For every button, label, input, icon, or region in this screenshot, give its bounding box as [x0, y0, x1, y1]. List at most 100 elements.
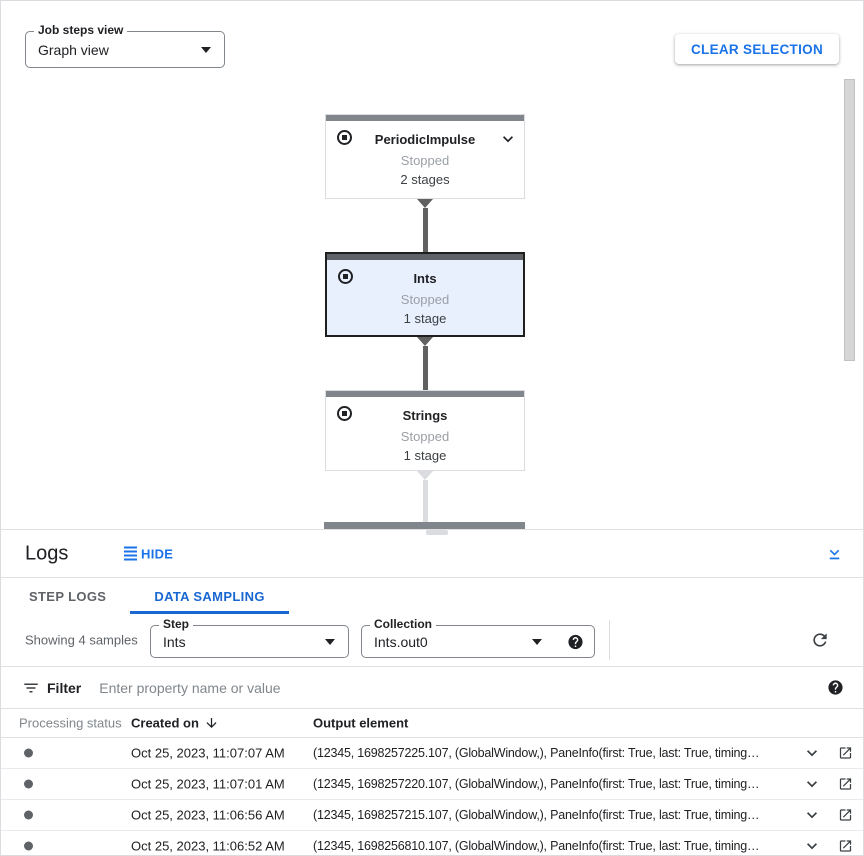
node-top-bar: [326, 115, 524, 121]
stop-square: [342, 135, 347, 140]
created-on-cell: Oct 25, 2023, 11:06:52 AM: [131, 838, 285, 854]
node-title: PeriodicImpulse: [374, 131, 476, 147]
sample-table-row[interactable]: Oct 25, 2023, 11:06:52 AM (12345, 169825…: [1, 831, 863, 855]
hide-logs-button[interactable]: HIDE: [124, 546, 173, 561]
processing-status-dot: [24, 748, 33, 758]
column-created-on-label: Created on: [131, 715, 199, 731]
edge-line: [422, 480, 428, 522]
created-on-cell: Oct 25, 2023, 11:07:01 AM: [131, 776, 285, 792]
node-top-bar: [327, 254, 523, 260]
node-status: Stopped: [400, 429, 450, 444]
node-top-bar: [326, 391, 524, 397]
output-element-cell: (12345, 1698257220.107, (GlobalWindow,),…: [313, 777, 760, 791]
node-title-row: PeriodicImpulse: [326, 130, 524, 148]
processing-status-dot: [24, 841, 33, 851]
collection-select-value: Ints.out0: [374, 633, 428, 650]
stopped-status-icon: [337, 406, 352, 421]
hide-logs-icon: [124, 546, 137, 561]
sort-descending-icon: [206, 718, 217, 728]
logs-header: Logs HIDE: [1, 530, 863, 577]
sample-table-row[interactable]: Oct 25, 2023, 11:06:56 AM (12345, 169825…: [1, 800, 863, 831]
samples-count-text: Showing 4 samples: [25, 632, 138, 648]
step-select-value: Ints: [163, 633, 186, 650]
job-steps-view-label: Job steps view: [34, 23, 128, 37]
logs-panel-title: Logs: [25, 542, 69, 564]
expand-row-icon[interactable]: [802, 805, 822, 825]
edge-arrow-icon: [417, 337, 433, 346]
expand-node-icon[interactable]: [498, 129, 518, 154]
stopped-status-icon: [338, 269, 353, 284]
sample-table-row[interactable]: Oct 25, 2023, 11:07:01 AM (12345, 169825…: [1, 769, 863, 800]
node-title: Strings: [402, 407, 448, 423]
logs-panel: Logs HIDE STEP LOGS DATA SAMPLING Showin…: [1, 529, 863, 855]
node-stages: 1 stage: [403, 311, 447, 326]
open-in-new-icon[interactable]: [838, 808, 853, 823]
tab-data-sampling[interactable]: DATA SAMPLING: [130, 578, 290, 614]
collection-select[interactable]: Collection Ints.out0: [361, 617, 595, 658]
job-steps-view-value: Graph view: [38, 41, 109, 58]
created-on-cell: Oct 25, 2023, 11:06:56 AM: [131, 807, 285, 823]
edge-arrow-icon: [417, 199, 433, 208]
sampling-toolbar: Showing 4 samples Step Ints Collection I…: [1, 614, 863, 666]
filter-bar: Filter: [1, 666, 863, 709]
filter-input[interactable]: [97, 678, 827, 697]
expand-row-icon[interactable]: [802, 836, 822, 855]
job-steps-view-select[interactable]: Job steps view Graph view: [25, 23, 225, 68]
graph-node-periodicimpulse[interactable]: PeriodicImpulse Stopped 2 stages: [325, 114, 525, 199]
graph-horizontal-scrollbar[interactable]: [426, 530, 448, 535]
edge-line: [422, 346, 428, 390]
graph-edge: [417, 337, 433, 390]
dropdown-caret-icon: [325, 638, 335, 645]
graph-edge: [417, 199, 433, 252]
node-title: Ints: [413, 270, 437, 286]
expand-row-icon[interactable]: [802, 774, 822, 794]
collection-select-label: Collection: [370, 617, 437, 631]
filter-help-icon[interactable]: [827, 679, 844, 696]
node-status: Stopped: [400, 292, 450, 307]
graph-node-strings[interactable]: Strings Stopped 1 stage: [325, 390, 525, 471]
output-element-cell: (12345, 1698256810.107, (GlobalWindow,),…: [313, 839, 760, 853]
filter-label: Filter: [47, 679, 82, 696]
node-title-row: Ints: [327, 269, 523, 287]
logs-tabs: STEP LOGS DATA SAMPLING: [1, 578, 863, 614]
hide-logs-label: HIDE: [141, 546, 174, 561]
collapse-panel-icon[interactable]: [825, 544, 844, 563]
collection-help-icon[interactable]: [567, 633, 584, 650]
processing-status-dot: [24, 779, 33, 789]
samples-table-header: Processing status Created on Output elem…: [1, 709, 863, 738]
dropdown-caret-icon: [532, 638, 542, 645]
open-in-new-icon[interactable]: [838, 746, 853, 761]
clear-selection-button[interactable]: CLEAR SELECTION: [674, 34, 839, 64]
divider: [609, 620, 610, 660]
step-select-label: Step: [159, 617, 194, 631]
node-stages: 1 stage: [403, 448, 447, 463]
column-processing-status: Processing status: [19, 715, 122, 731]
graph-node-ints[interactable]: Ints Stopped 1 stage: [325, 252, 525, 337]
open-in-new-icon[interactable]: [838, 777, 853, 792]
step-select[interactable]: Step Ints: [150, 617, 349, 658]
edge-line: [422, 208, 428, 252]
job-graph-pane: Job steps view Graph view CLEAR SELECTIO…: [1, 1, 863, 529]
dropdown-caret-icon: [201, 46, 211, 53]
node-title-row: Strings: [326, 406, 524, 424]
tab-step-logs[interactable]: STEP LOGS: [29, 588, 107, 604]
filter-icon: [22, 679, 40, 697]
graph-edge: [417, 471, 433, 522]
partial-node-top-bar: [324, 522, 525, 529]
open-in-new-icon[interactable]: [838, 839, 853, 854]
output-element-cell: (12345, 1698257225.107, (GlobalWindow,),…: [313, 746, 760, 760]
edge-arrow-icon: [417, 471, 433, 480]
divider: [1, 577, 863, 578]
sample-table-row[interactable]: Oct 25, 2023, 11:07:07 AM (12345, 169825…: [1, 738, 863, 769]
stop-square: [343, 274, 348, 279]
refresh-samples-button[interactable]: [810, 630, 830, 650]
graph-vertical-scrollbar[interactable]: [844, 79, 855, 361]
processing-status-dot: [24, 810, 33, 820]
column-created-on[interactable]: Created on: [131, 716, 219, 731]
node-status: Stopped: [400, 153, 450, 168]
stop-square: [342, 411, 347, 416]
expand-row-icon[interactable]: [802, 743, 822, 763]
stopped-status-icon: [337, 130, 352, 145]
output-element-cell: (12345, 1698257215.107, (GlobalWindow,),…: [313, 808, 760, 822]
